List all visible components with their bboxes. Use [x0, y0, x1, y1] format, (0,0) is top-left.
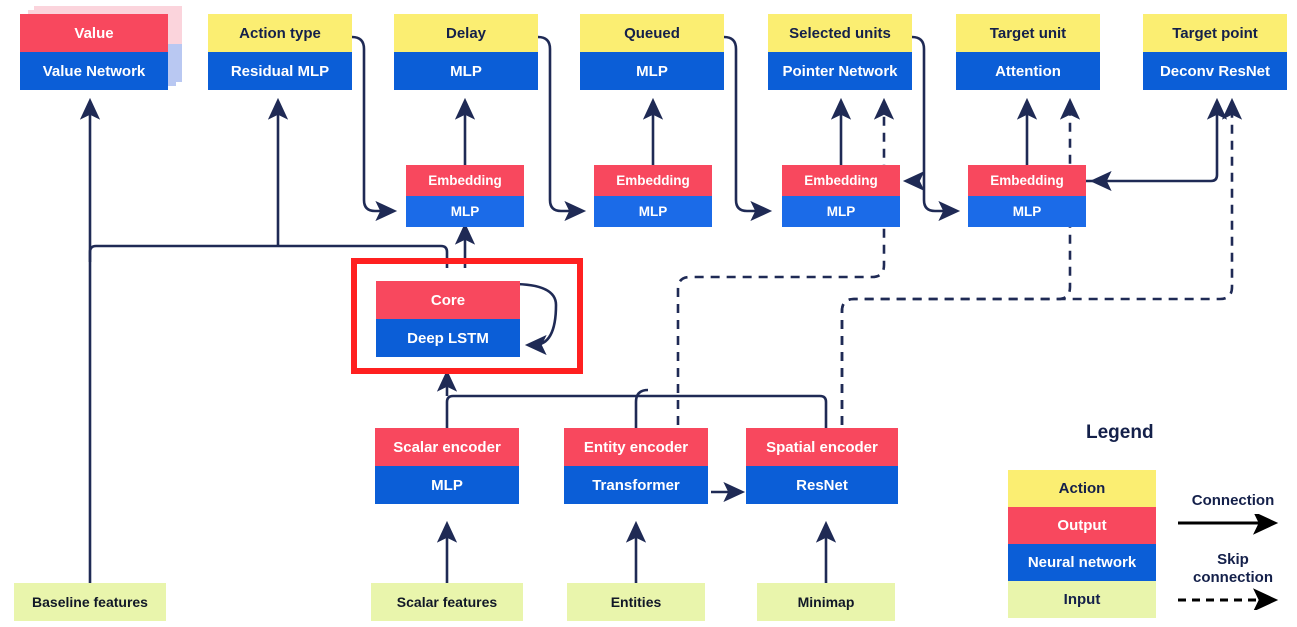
delay-network-band: MLP — [394, 52, 538, 90]
node-target-point[interactable]: Target point Deconv ResNet — [1143, 14, 1287, 90]
legend-swatch-input: Input — [1008, 581, 1156, 618]
queued-network-band: MLP — [580, 52, 724, 90]
legend-connection-label: Connection — [1191, 492, 1275, 509]
node-scalar-encoder[interactable]: Scalar encoder MLP — [375, 428, 519, 504]
embedding-delay-network-band: MLP — [406, 196, 524, 227]
selected-units-network-band: Pointer Network — [768, 52, 912, 90]
baseline-features-label: Baseline features — [14, 583, 166, 621]
node-scalar-features[interactable]: Scalar features — [371, 583, 523, 621]
node-entity-encoder[interactable]: Entity encoder Transformer — [564, 428, 708, 504]
action-type-action-band: Action type — [208, 14, 352, 52]
node-baseline-features[interactable]: Baseline features — [14, 583, 166, 621]
core-output-band: Core — [376, 281, 520, 319]
node-action-type[interactable]: Action type Residual MLP — [208, 14, 352, 90]
action-type-network-band: Residual MLP — [208, 52, 352, 90]
embedding-delay-output-band: Embedding — [406, 165, 524, 196]
entities-label: Entities — [567, 583, 705, 621]
node-embedding-target-unit[interactable]: Embedding MLP — [968, 165, 1086, 227]
target-unit-action-band: Target unit — [956, 14, 1100, 52]
wire-queued-to-embedding-selected — [723, 35, 773, 222]
target-point-action-band: Target point — [1143, 14, 1287, 52]
core-highlight-box — [351, 258, 583, 374]
target-point-network-band: Deconv ResNet — [1143, 52, 1287, 90]
wire-selected-to-embedding-target-unit — [911, 35, 961, 222]
node-embedding-queued[interactable]: Embedding MLP — [594, 165, 712, 227]
legend-swatches: Action Output Neural network Input — [1008, 470, 1156, 618]
selected-units-action-band: Selected units — [768, 14, 912, 52]
skip-spatial-to-attention — [840, 97, 1081, 441]
legend-arrow-icons — [1178, 514, 1279, 610]
value-network-band: Value Network — [20, 52, 168, 90]
minimap-label: Minimap — [757, 583, 895, 621]
legend-title: Legend — [1086, 422, 1154, 443]
node-selected-units[interactable]: Selected units Pointer Network — [768, 14, 912, 90]
embedding-queued-output-band: Embedding — [594, 165, 712, 196]
node-value[interactable]: Value Value Network — [20, 6, 182, 90]
queued-action-band: Queued — [580, 14, 724, 52]
value-output-band: Value — [20, 14, 168, 52]
skip-spatial-to-target-point — [840, 97, 1243, 441]
node-delay[interactable]: Delay MLP — [394, 14, 538, 90]
node-queued[interactable]: Queued MLP — [580, 14, 724, 90]
legend-skip-connection-label: Skip connection — [1192, 551, 1273, 586]
scalar-features-label: Scalar features — [371, 583, 523, 621]
core-network-band: Deep LSTM — [376, 319, 520, 357]
scalar-encoder-network-band: MLP — [375, 466, 519, 504]
embedding-queued-network-band: MLP — [594, 196, 712, 227]
wire-target-unit-embedding-to-target-point — [1081, 97, 1228, 183]
delay-action-band: Delay — [394, 14, 538, 52]
embedding-target-unit-network-band: MLP — [968, 196, 1086, 227]
node-entities[interactable]: Entities — [567, 583, 705, 621]
node-target-unit[interactable]: Target unit Attention — [956, 14, 1100, 90]
node-minimap[interactable]: Minimap — [757, 583, 895, 621]
node-embedding-selected-units[interactable]: Embedding MLP — [782, 165, 900, 227]
legend-swatch-neural-network: Neural network — [1008, 544, 1156, 581]
node-core[interactable]: Core Deep LSTM — [376, 281, 520, 357]
node-spatial-encoder[interactable]: Spatial encoder ResNet — [746, 428, 898, 504]
embedding-target-unit-output-band: Embedding — [968, 165, 1086, 196]
skip-entity-to-pointer-network — [676, 97, 895, 441]
embedding-selected-units-network-band: MLP — [782, 196, 900, 227]
scalar-encoder-output-band: Scalar encoder — [375, 428, 519, 466]
legend-swatch-output: Output — [1008, 507, 1156, 544]
target-unit-network-band: Attention — [956, 52, 1100, 90]
wire-action-type-to-embedding-delay — [351, 35, 398, 222]
node-embedding-delay[interactable]: Embedding MLP — [406, 165, 524, 227]
spatial-encoder-output-band: Spatial encoder — [746, 428, 898, 466]
spatial-encoder-network-band: ResNet — [746, 466, 898, 504]
legend-swatch-action: Action — [1008, 470, 1156, 507]
wire-delay-to-embedding-queued — [537, 35, 587, 222]
embedding-selected-units-output-band: Embedding — [782, 165, 900, 196]
entity-encoder-network-band: Transformer — [564, 466, 708, 504]
entity-encoder-output-band: Entity encoder — [564, 428, 708, 466]
